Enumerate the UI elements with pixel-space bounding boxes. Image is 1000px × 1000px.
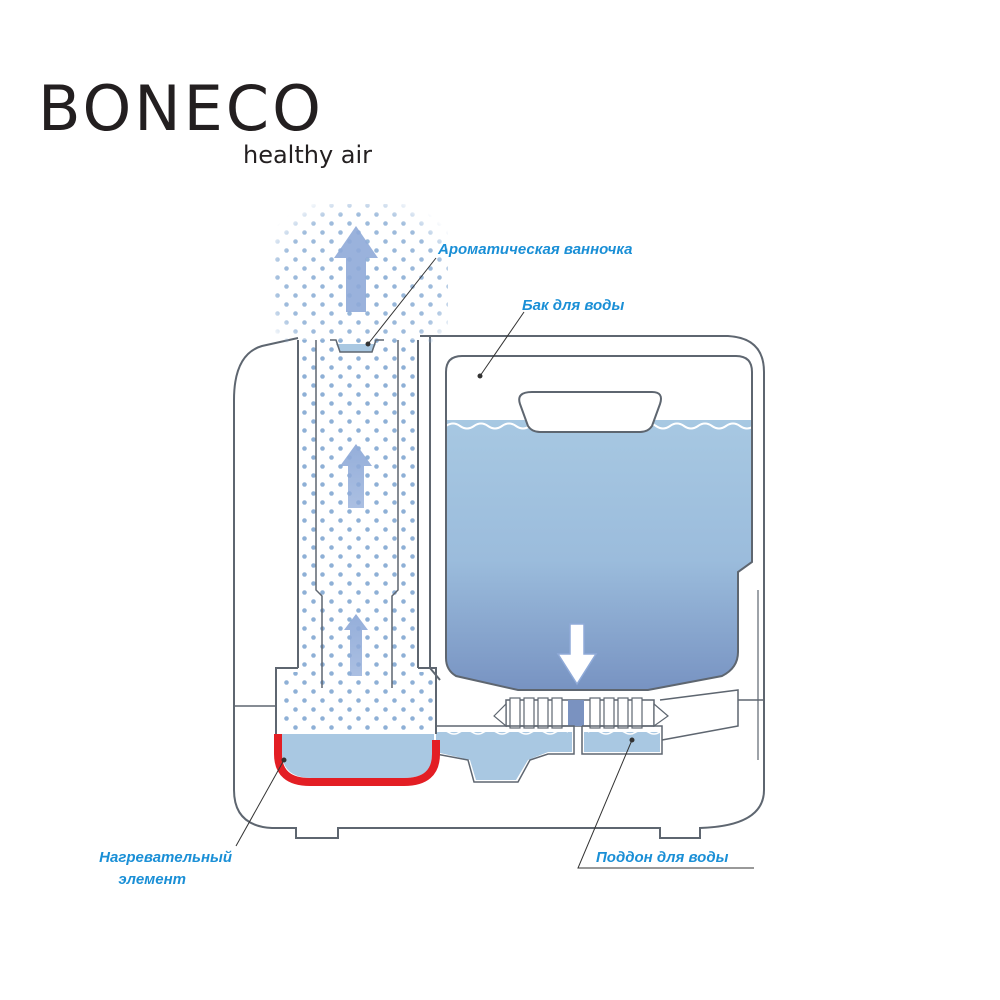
leader-aroma bbox=[367, 257, 437, 345]
up-arrow-icon bbox=[344, 614, 368, 676]
leader-tank bbox=[479, 311, 525, 377]
up-arrow-icon bbox=[340, 444, 372, 508]
logo-tagline: healthy air bbox=[243, 141, 372, 169]
chimney-inner-left bbox=[315, 340, 323, 688]
tank-handle bbox=[518, 391, 662, 433]
tray-outline bbox=[435, 725, 663, 783]
label-heating-element-line1: Нагревательный bbox=[99, 849, 232, 866]
brand-logo: BONECO healthy air bbox=[38, 72, 372, 169]
aroma-tray bbox=[330, 339, 384, 353]
tray-water bbox=[436, 732, 572, 780]
water-tank bbox=[429, 336, 753, 691]
down-arrow-icon bbox=[556, 623, 598, 686]
heating-water bbox=[282, 734, 434, 778]
tray-base bbox=[659, 689, 739, 741]
tank-outer-wall bbox=[429, 336, 441, 681]
tray-water-right bbox=[584, 732, 660, 752]
label-water-tray: Поддон для воды bbox=[596, 849, 729, 866]
tank-valve bbox=[493, 697, 669, 729]
label-heating-element-line2: элемент bbox=[118, 871, 186, 888]
chimney-inner-right bbox=[391, 340, 399, 688]
leader-tray bbox=[577, 739, 754, 869]
heating-element bbox=[274, 734, 440, 786]
up-arrow-icon bbox=[334, 226, 378, 312]
tank-outline bbox=[445, 355, 753, 691]
water-tray bbox=[435, 689, 739, 783]
label-water-tank: Бак для воды bbox=[522, 297, 624, 314]
housing-outline bbox=[233, 335, 765, 839]
leader-lines bbox=[235, 257, 754, 869]
steam-plume bbox=[272, 204, 448, 344]
leader-heater bbox=[235, 759, 285, 847]
steam-chimney bbox=[282, 340, 436, 730]
label-aroma-tray: Ароматическая ванночка bbox=[437, 241, 632, 258]
logo-text: BONECO bbox=[38, 72, 324, 145]
tray-water-surface bbox=[435, 729, 661, 735]
